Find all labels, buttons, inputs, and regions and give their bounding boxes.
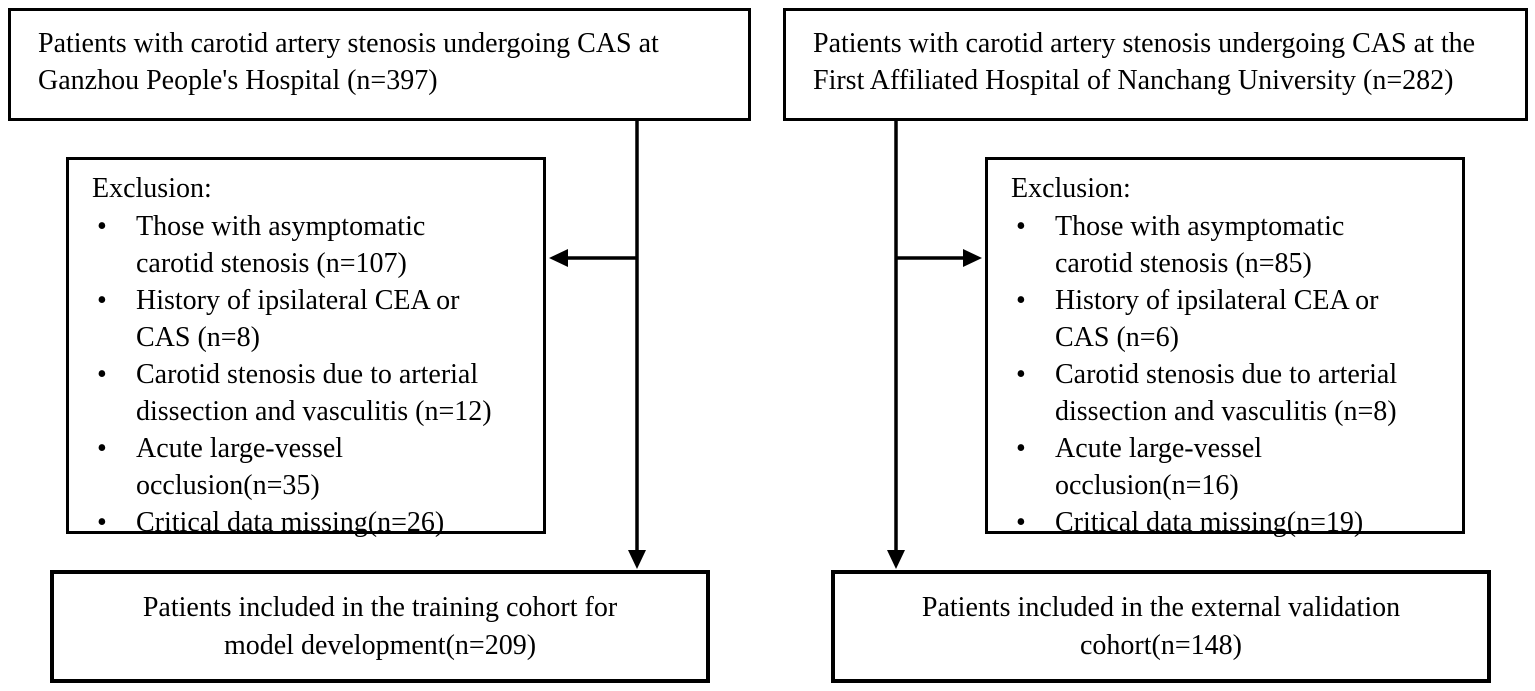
exclusion-item-line: occlusion(n=35) (136, 470, 320, 501)
training-exclusion-item-5: • Critical data missing(n=26) (92, 504, 533, 541)
validation-exclusion-list: • Those with asymptomatic carotid stenos… (1011, 208, 1452, 541)
exclusion-item-line: History of ipsilateral CEA or (1055, 285, 1379, 316)
exclusion-item-line: CAS (n=6) (1055, 322, 1179, 353)
validation-exclusion-item-1: • Those with asymptomatic carotid stenos… (1011, 208, 1452, 282)
bullet-icon: • (1016, 507, 1026, 538)
exclusion-item-line: Those with asymptomatic (1055, 211, 1345, 242)
bullet-icon: • (97, 433, 107, 464)
validation-result-line-2: cohort(n=148) (1080, 629, 1242, 661)
validation-exclusion-item-5: • Critical data missing(n=19) (1011, 504, 1452, 541)
exclusion-item-line: Carotid stenosis due to arterial (136, 359, 479, 390)
validation-exclusion-arrowhead (963, 249, 982, 267)
exclusion-item-line: carotid stenosis (n=107) (136, 248, 407, 279)
exclusion-item-line: Acute large-vessel (1055, 433, 1263, 464)
training-down-arrowhead (628, 550, 646, 569)
exclusion-item-line: dissection and vasculitis (n=8) (1055, 396, 1397, 427)
exclusion-item-line: Critical data missing(n=19) (1055, 507, 1364, 538)
training-exclusion-list: • Those with asymptomatic carotid stenos… (92, 208, 533, 541)
training-exclusion-item-2: • History of ipsilateral CEA or CAS (n=8… (92, 282, 533, 356)
validation-source-line-1: Patients with carotid artery stenosis un… (813, 28, 1476, 59)
bullet-icon: • (97, 211, 107, 242)
exclusion-item-line: Carotid stenosis due to arterial (1055, 359, 1398, 390)
validation-exclusion-title: Exclusion: (1011, 173, 1131, 204)
validation-exclusion-box: Exclusion: • Those with asymptomatic car… (985, 157, 1465, 538)
bullet-icon: • (1016, 211, 1026, 242)
training-source-line-2: Ganzhou People's Hospital (n=397) (38, 65, 438, 96)
training-exclusion-item-4: • Acute large-vessel occlusion(n=35) (92, 430, 533, 504)
exclusion-item-line: Critical data missing(n=26) (136, 507, 445, 538)
training-result-box: Patients included in the training cohort… (50, 570, 710, 683)
exclusion-item-line: occlusion(n=16) (1055, 470, 1239, 501)
bullet-icon: • (97, 285, 107, 316)
training-source-line-1: Patients with carotid artery stenosis un… (38, 28, 659, 59)
bullet-icon: • (97, 507, 107, 538)
training-result-line-1: Patients included in the training cohort… (142, 591, 618, 623)
validation-result-line-1: Patients included in the external valida… (921, 591, 1401, 623)
validation-down-arrowhead (887, 550, 905, 569)
bullet-icon: • (1016, 433, 1026, 464)
exclusion-item-line: CAS (n=8) (136, 322, 260, 353)
training-result-line-2: model development(n=209) (223, 629, 537, 661)
validation-source-line-2: First Affiliated Hospital of Nanchang Un… (813, 65, 1454, 96)
training-exclusion-title: Exclusion: (92, 173, 212, 204)
training-exclusion-arrowhead (549, 249, 568, 267)
bullet-icon: • (97, 359, 107, 390)
exclusion-item-line: Those with asymptomatic (136, 211, 426, 242)
validation-source-box: Patients with carotid artery stenosis un… (783, 8, 1528, 121)
training-source-box: Patients with carotid artery stenosis un… (8, 8, 751, 121)
exclusion-item-line: Acute large-vessel (136, 433, 344, 464)
validation-exclusion-item-4: • Acute large-vessel occlusion(n=16) (1011, 430, 1452, 504)
validation-exclusion-item-3: • Carotid stenosis due to arterial disse… (1011, 356, 1452, 430)
training-exclusion-item-3: • Carotid stenosis due to arterial disse… (92, 356, 533, 430)
training-exclusion-box: Exclusion: • Those with asymptomatic car… (66, 157, 546, 538)
validation-exclusion-item-2: • History of ipsilateral CEA or CAS (n=6… (1011, 282, 1452, 356)
bullet-icon: • (1016, 359, 1026, 390)
training-exclusion-item-1: • Those with asymptomatic carotid stenos… (92, 208, 533, 282)
bullet-icon: • (1016, 285, 1026, 316)
exclusion-item-line: dissection and vasculitis (n=12) (136, 396, 492, 427)
exclusion-item-line: carotid stenosis (n=85) (1055, 248, 1312, 279)
exclusion-item-line: History of ipsilateral CEA or (136, 285, 460, 316)
validation-result-box: Patients included in the external valida… (831, 570, 1491, 683)
